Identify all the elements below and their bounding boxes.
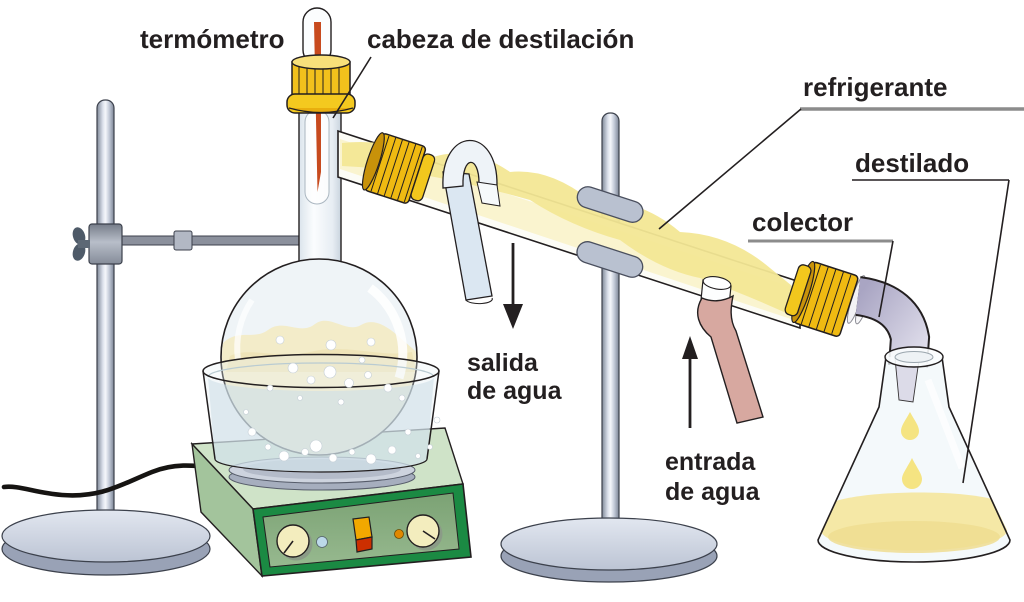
label-water-inlet-1: entrada [665, 448, 756, 476]
collector-elbow [854, 278, 929, 368]
right-stand [601, 112, 620, 546]
right-stand-base [500, 517, 718, 583]
erlenmeyer-outline [817, 356, 1011, 563]
indicator-light-blue [316, 536, 328, 548]
label-collector: colector [752, 207, 853, 237]
boss-head-clamp [88, 223, 123, 265]
outlet-hook [442, 139, 498, 189]
outlet-hook-stub [476, 181, 501, 207]
label-water-inlet-2: de agua [665, 478, 761, 506]
inlet-hose [697, 294, 764, 424]
label-condenser: refrigerante [803, 72, 948, 102]
left-stand-base [1, 509, 211, 576]
distillate-drops [901, 412, 922, 489]
heat-knob-pointer [283, 540, 294, 554]
bath-water [208, 377, 434, 472]
power-switch[interactable] [352, 516, 373, 553]
bubbles [243, 335, 441, 465]
collector [784, 260, 931, 368]
glass-highlight [367, 284, 408, 380]
indicator-light-orange [394, 529, 404, 539]
wing-nut [72, 227, 90, 261]
clamp-arm-connector [173, 230, 193, 251]
leader-collector [878, 240, 894, 318]
water-in-arrow-up-icon [682, 336, 698, 428]
water-bath [202, 335, 441, 473]
left-stand-rod [96, 99, 115, 531]
condenser-connector-cap [361, 132, 436, 204]
left-stand [72, 99, 305, 531]
still-head [286, 7, 356, 205]
water-out-arrow-down-icon [503, 243, 523, 329]
erlenmeyer-flask [817, 346, 1011, 563]
leader-condenser [658, 108, 802, 230]
label-water-outlet-2: de agua [467, 377, 563, 405]
label-still-head: cabeza de destilación [367, 24, 634, 54]
condenser-clamp-jaws [576, 186, 644, 278]
clamp-arm [115, 235, 305, 246]
label-water-outlet-1: salida [467, 349, 539, 377]
bath-glass [203, 371, 439, 472]
bath-rim [202, 353, 440, 389]
right-stand-rod [601, 112, 620, 546]
water-outlet-tube [442, 139, 501, 305]
label-distillate: destilado [855, 148, 969, 178]
hot-plate [190, 427, 472, 579]
glass-highlight [234, 298, 255, 361]
still-head-cap [286, 54, 356, 114]
collector-cap [784, 260, 859, 337]
stir-knob-pointer [422, 530, 436, 540]
leader-still-head [332, 56, 372, 119]
label-thermometer: termómetro [140, 24, 284, 54]
glass-highlight [924, 378, 966, 470]
leader-distillate [962, 179, 1010, 484]
annotations: termómetro cabeza de destilación refrige… [140, 24, 1024, 506]
water-inlet-tube [697, 276, 764, 424]
